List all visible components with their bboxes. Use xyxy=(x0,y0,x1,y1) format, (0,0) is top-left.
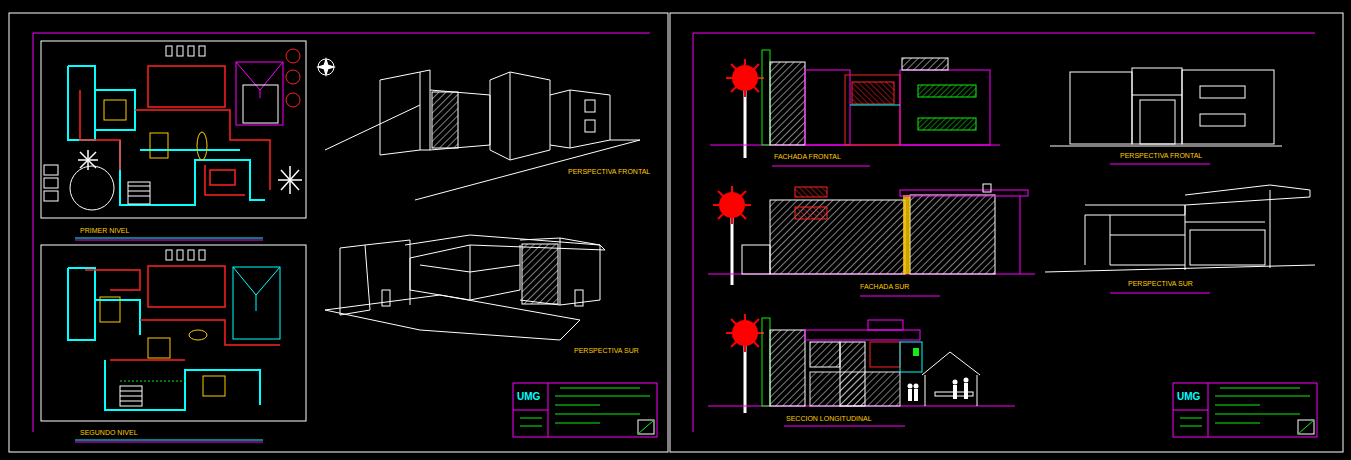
view-title: SECCION LONGITUDINAL xyxy=(786,415,872,423)
view-title: PERSPECTIVA SUR xyxy=(574,347,639,355)
view-title: PERSPECTIVA FRONTAL xyxy=(1120,152,1202,160)
view-title: PERSPECTIVA FRONTAL xyxy=(568,168,650,176)
view-title: FACHADA FRONTAL xyxy=(774,153,841,161)
plan-title: SEGUNDO NIVEL xyxy=(80,429,138,437)
view-title: PERSPECTIVA SUR xyxy=(1128,280,1193,288)
title-block-logo: UMG xyxy=(1177,391,1200,402)
title-block-logo: UMG xyxy=(517,391,540,402)
view-title: FACHADA SUR xyxy=(860,283,909,291)
plan-title: PRIMER NIVEL xyxy=(80,227,129,235)
